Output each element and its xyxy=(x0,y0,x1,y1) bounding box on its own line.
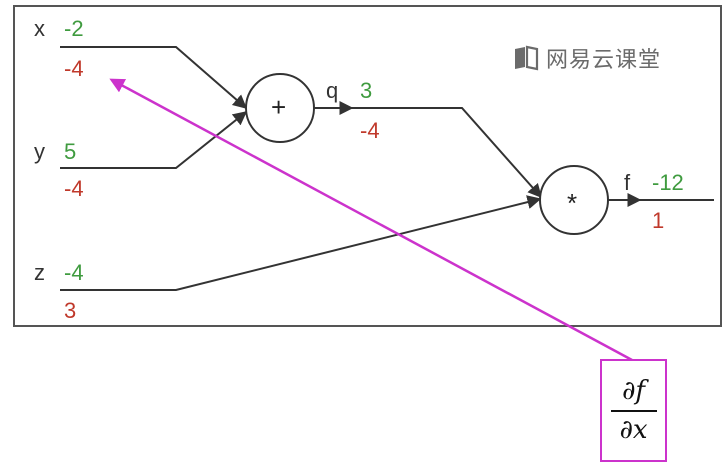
add-operator: + xyxy=(271,92,287,122)
x-gradient: -4 xyxy=(64,56,84,81)
mul-operator: * xyxy=(567,188,578,218)
q-label: q xyxy=(326,78,339,103)
x-value: -2 xyxy=(64,16,84,41)
z-label: z xyxy=(34,260,45,285)
q-gradient: -4 xyxy=(360,118,380,143)
diagram-frame xyxy=(13,5,722,327)
edge-z-to-mul xyxy=(60,195,542,291)
x-label: x xyxy=(34,16,45,41)
f-value: -12 xyxy=(652,170,684,195)
watermark: 网易云课堂 xyxy=(512,42,661,74)
q-value: 3 xyxy=(360,78,373,103)
edge-x-to-add xyxy=(60,46,248,109)
f-label: f xyxy=(624,170,631,195)
z-value: -4 xyxy=(64,260,84,285)
watermark-text: 网易云课堂 xyxy=(546,47,662,72)
watermark-logo-icon xyxy=(515,45,539,71)
fraction-bar xyxy=(610,409,657,412)
y-gradient: -4 xyxy=(64,176,84,201)
derivative-box: ∂f ∂x xyxy=(600,359,667,462)
derivative-denominator: ∂x xyxy=(619,414,648,445)
derivative-numerator: ∂f xyxy=(621,375,646,406)
f-gradient: 1 xyxy=(652,208,665,233)
y-label: y xyxy=(34,139,45,164)
edge-y-to-add xyxy=(60,111,248,169)
edge-q-to-mul xyxy=(314,107,542,199)
z-gradient: 3 xyxy=(64,298,77,323)
gradient-highlight-arrow xyxy=(109,78,633,362)
y-value: 5 xyxy=(64,139,77,164)
